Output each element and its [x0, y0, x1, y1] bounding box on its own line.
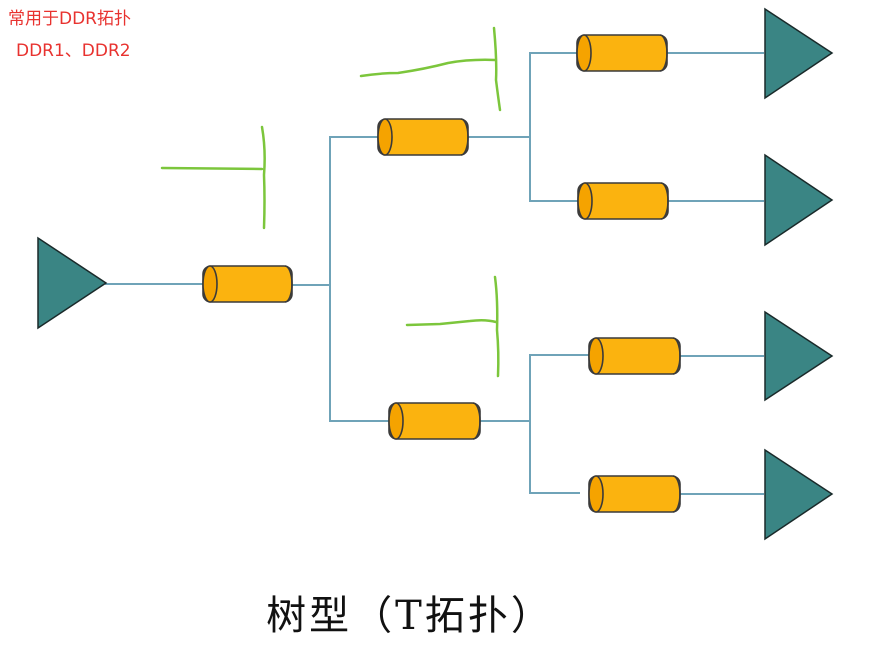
wire-lower-node-to-segment-3 [529, 354, 589, 421]
segment-upper [377, 118, 469, 156]
segment-branch-4 [588, 475, 681, 513]
driver-triangle [37, 236, 108, 330]
annotation-line-1: 常用于DDR拓扑 [8, 9, 131, 29]
segment-lower [388, 402, 481, 440]
wires [105, 52, 764, 495]
handwritten-marks [160, 26, 502, 378]
wire-upper-node-to-segment-2 [529, 137, 578, 202]
receiver-triangle-1 [764, 7, 834, 100]
handwritten-mark-2 [359, 26, 502, 112]
wire-branch-node-to-upper-segment [329, 136, 378, 285]
receivers [764, 7, 834, 541]
segment-branch-3 [588, 337, 681, 375]
transmission-segments [202, 34, 681, 513]
receiver-triangle-2 [764, 153, 834, 247]
wire-branch-node-to-lower-segment [329, 285, 389, 422]
receiver-triangle-3 [764, 310, 834, 402]
segment-branch-2 [577, 182, 669, 220]
receiver-triangle-4 [764, 448, 834, 541]
segment-branch-1 [576, 34, 668, 72]
handwritten-mark-3 [405, 275, 500, 378]
annotation-line-2: DDR1、DDR2 [16, 41, 131, 61]
segment-root [202, 265, 293, 303]
handwritten-mark-1 [160, 125, 266, 230]
wire-upper-node-to-segment-1 [529, 52, 577, 137]
wire-lower-node-to-segment-4 [529, 421, 580, 494]
diagram-caption: 树型（T拓扑） [266, 593, 554, 639]
